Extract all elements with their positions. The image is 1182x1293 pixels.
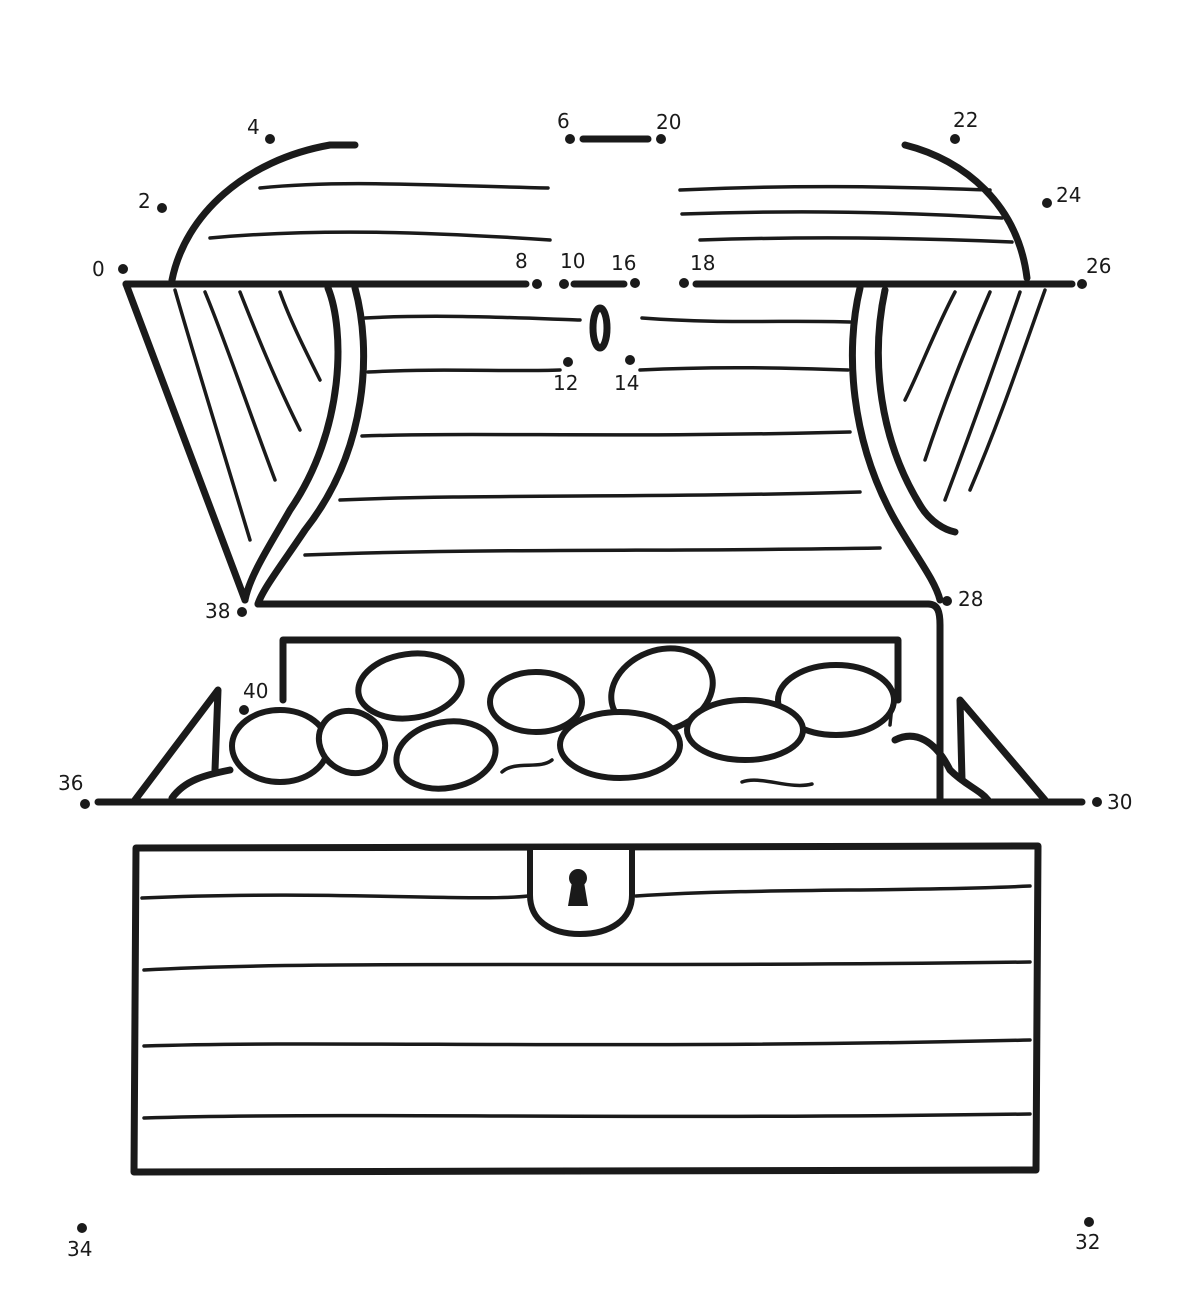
- lid-left-curve-outer: [241, 284, 342, 604]
- chest-contents: [131, 636, 1049, 804]
- body-plank-line: [140, 884, 1032, 900]
- coin: [557, 709, 683, 781]
- chest-left-flap: [131, 686, 222, 804]
- dot: [559, 279, 569, 289]
- inner-plank-line: [638, 365, 850, 372]
- lid-latch-slot: [589, 304, 611, 352]
- lid-interior: [122, 280, 1047, 804]
- inner-plank-line: [338, 490, 862, 502]
- dot-label: 2: [138, 189, 151, 213]
- lid-right-arc: [901, 141, 1031, 282]
- dot-label: 38: [205, 599, 230, 623]
- inner-plank-line: [360, 430, 852, 438]
- lid-wood-grain: [903, 290, 957, 402]
- inner-plank-line: [363, 314, 582, 322]
- coin: [355, 650, 465, 722]
- lid-wood-grain: [203, 290, 277, 482]
- dot-label: 14: [614, 371, 639, 395]
- dot: [1084, 1217, 1094, 1227]
- lid-plank-line: [258, 181, 550, 190]
- lid-right-post: [924, 600, 944, 804]
- coin: [315, 707, 389, 777]
- lid-plank-line: [680, 210, 1004, 220]
- dot-label: 24: [1056, 183, 1081, 207]
- dot-label: 22: [953, 108, 978, 132]
- lid-wood-grain: [278, 290, 322, 382]
- dot: [679, 278, 689, 288]
- dot: [630, 278, 640, 288]
- lid-plank-line: [208, 230, 552, 242]
- coin: [684, 697, 806, 763]
- dot-label: 36: [58, 771, 83, 795]
- inner-plank-line: [640, 316, 852, 324]
- dot-label: 0: [92, 257, 105, 281]
- inner-plank-line: [303, 546, 882, 557]
- body-plank-line: [142, 1038, 1032, 1048]
- dot-label: 12: [553, 371, 578, 395]
- lid-wood-grain: [238, 290, 302, 432]
- lid-plank-line: [678, 184, 992, 192]
- dot: [118, 264, 128, 274]
- dot: [532, 279, 542, 289]
- coin: [229, 707, 331, 785]
- numbered-dots: 0 2 4 6 8 10 12 14 16 18 20 22 24 26 28 …: [58, 108, 1132, 1261]
- dot-label: 40: [243, 679, 268, 703]
- lid-wood-grain: [943, 290, 1022, 502]
- dot-label: 20: [656, 110, 681, 134]
- dot-label: 4: [247, 115, 260, 139]
- dot: [565, 134, 575, 144]
- dot-label: 18: [690, 251, 715, 275]
- chest-body: [130, 842, 1042, 1176]
- lid-right-curve-outer: [848, 284, 944, 604]
- dot: [1042, 198, 1052, 208]
- coin: [393, 718, 499, 792]
- dot: [563, 357, 573, 367]
- lid-wood-grain: [968, 288, 1047, 492]
- coin: [487, 669, 585, 735]
- dot: [656, 134, 666, 144]
- dot: [237, 607, 247, 617]
- lid-wood-grain: [173, 288, 252, 542]
- lid-left-arc: [168, 141, 359, 284]
- cloth-fold: [500, 758, 814, 788]
- dot-label: 30: [1107, 790, 1132, 814]
- dot: [239, 705, 249, 715]
- body-plank-line: [142, 1112, 1032, 1120]
- dot-label: 8: [515, 249, 528, 273]
- dot-label: 34: [67, 1237, 92, 1261]
- dot: [1077, 279, 1087, 289]
- dot: [265, 134, 275, 144]
- lid-wood-grain: [923, 290, 992, 462]
- dot: [77, 1223, 87, 1233]
- chest-back-panel: [279, 636, 902, 704]
- dot: [80, 799, 90, 809]
- cloth-pile: [168, 732, 992, 804]
- dot: [1092, 797, 1102, 807]
- body-plank-line: [142, 960, 1032, 972]
- chest-right-flap: [956, 696, 1049, 804]
- inner-plank-line: [366, 368, 562, 374]
- dot: [157, 203, 167, 213]
- dot-label: 32: [1075, 1230, 1100, 1254]
- keyhole-icon: [568, 869, 588, 906]
- dot-label: 6: [557, 109, 570, 133]
- lid-side-left: [122, 280, 249, 604]
- dot: [942, 596, 952, 606]
- dot-label: 16: [611, 251, 636, 275]
- dot: [950, 134, 960, 144]
- chest-lid: [168, 135, 1031, 284]
- lid-right-curve-inner: [874, 286, 959, 536]
- lid-plank-line: [698, 236, 1014, 244]
- lid-left-curve-inner: [254, 284, 368, 608]
- chest-body-outline: [130, 842, 1042, 1176]
- dot-label: 26: [1086, 254, 1111, 278]
- dot-label: 28: [958, 587, 983, 611]
- dot-label: 10: [560, 249, 585, 273]
- dot: [625, 355, 635, 365]
